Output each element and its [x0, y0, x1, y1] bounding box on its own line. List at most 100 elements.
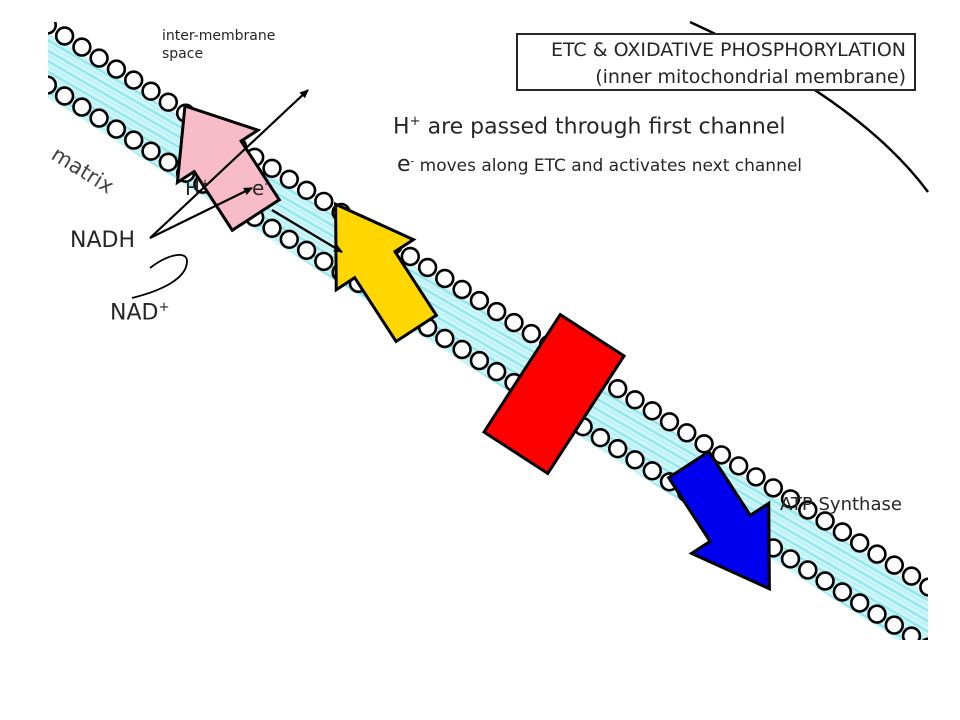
membrane-bead-bottom [89, 108, 109, 128]
membrane-bead-bottom [469, 350, 490, 371]
membrane-bead-bottom [435, 328, 455, 349]
membrane-bead-bottom [262, 218, 282, 239]
note-e-sup: - [410, 156, 415, 168]
membrane-bead-top [54, 26, 75, 46]
electron-label: e- [252, 176, 269, 200]
membrane-bead-top [659, 412, 680, 432]
membrane-bead-top [452, 279, 472, 300]
intermembrane-label: inter-membrane space [162, 27, 275, 63]
membrane-bead-bottom [884, 615, 904, 635]
nad-text: NAD [110, 300, 159, 326]
membrane-bead-top [400, 246, 420, 267]
electron-arrow [271, 209, 343, 253]
membrane-bead-top [469, 290, 490, 311]
membrane-bead-bottom [625, 450, 645, 470]
membrane-bead-top [677, 423, 697, 443]
membrane-bead-top [955, 601, 960, 618]
membrane-bead-bottom [780, 549, 801, 569]
membrane-bead-bottom [901, 626, 922, 640]
membrane-bead-top [728, 456, 749, 476]
membrane-bead-bottom [590, 428, 611, 448]
membrane-bead-bottom [922, 637, 928, 640]
note-line2: e- moves along ETC and activates next ch… [397, 152, 802, 177]
membrane-bead-bottom [798, 560, 818, 580]
membrane-bead-top [279, 169, 299, 190]
note-line1-text: are passed through first channel [420, 114, 786, 140]
membrane-bead-top [780, 489, 801, 509]
membrane-bead-top [48, 22, 57, 35]
red-channel [481, 312, 627, 476]
yellow-channel [334, 201, 439, 344]
membrane-bead-top [607, 379, 628, 399]
note-line2-text: moves along ETC and activates next chann… [414, 156, 803, 176]
membrane-bead-bottom [832, 582, 853, 602]
membrane-bead-bottom [938, 650, 955, 667]
membrane-bead-top [521, 323, 541, 344]
atp-synthase-channel [666, 449, 771, 592]
note-e: e [397, 152, 411, 177]
intermembrane-label-line1: inter-membrane [162, 28, 276, 44]
nad-superscript: + [158, 300, 170, 315]
membrane-bead-top [884, 555, 904, 575]
pink-channel [175, 103, 282, 233]
membrane-bead-top [694, 434, 714, 454]
membrane-bead-top [22, 6, 39, 23]
membrane-bead-top [314, 191, 334, 212]
nad-label: NAD+ [110, 300, 170, 325]
membrane-bead-top [746, 467, 766, 487]
membrane-bead-bottom [22, 66, 39, 83]
membrane-bead-bottom [54, 86, 75, 106]
note-h-sup: + [409, 114, 421, 129]
membrane-bead-top [798, 500, 818, 520]
membrane-bead-bottom [123, 130, 144, 150]
note-h: H [393, 114, 410, 140]
membrane-bead-top [901, 566, 922, 586]
h-letter: H [185, 176, 201, 200]
nadh-to-e-arrow [149, 187, 253, 239]
membrane-bead-top [849, 533, 870, 553]
membrane-bead-bottom [141, 141, 161, 161]
h-plus-arrow [149, 89, 309, 239]
membrane-band [48, 32, 928, 640]
membrane-bead-top [938, 590, 955, 607]
membrane-bead-top [106, 59, 127, 79]
membrane-bead-top [625, 390, 645, 410]
membrane-bead-bottom [642, 461, 662, 481]
membrane-bead-bottom [849, 593, 870, 613]
membrane-bead-top [123, 70, 144, 90]
membrane-bead-top [711, 445, 732, 465]
membrane-bead-bottom [158, 152, 179, 172]
membrane-bead-top [141, 81, 161, 101]
membrane-bead-bottom [296, 240, 317, 261]
membrane-bead-top [435, 268, 455, 289]
e-letter: e [252, 176, 265, 200]
membrane-bead-top [504, 312, 524, 333]
title-line1: ETC & OXIDATIVE PHOSPHORYLATION [550, 39, 906, 61]
note-line1: H+ are passed through first channel [393, 114, 786, 139]
membrane-bead-top [867, 544, 887, 564]
membrane-bead-bottom [487, 361, 507, 382]
nadh-label: NADH [70, 228, 135, 253]
membrane-bead-top [158, 92, 179, 112]
membrane-bead-bottom [72, 97, 92, 117]
h-plus-label: H+ [185, 176, 210, 200]
membrane-bead-top [487, 301, 507, 322]
membrane-bead-bottom [314, 251, 334, 272]
membrane-bead-top [919, 577, 928, 597]
membrane-bead-bottom [106, 119, 127, 139]
membrane-bead-top [763, 478, 783, 498]
h-superscript: + [200, 176, 211, 191]
atp-synthase-label: ATP Synthase [780, 494, 902, 515]
membrane-bead-top [89, 48, 109, 68]
membrane-bead-bottom [452, 339, 472, 360]
membrane-bead-bottom [815, 571, 835, 591]
membrane-bead-top [815, 511, 835, 531]
membrane-bead-top [262, 158, 282, 179]
membrane-beads-top [22, 6, 960, 618]
nad-curve-arrow [131, 254, 188, 299]
membrane-bead-bottom [867, 604, 887, 624]
membrane-bead-top [72, 37, 92, 57]
membrane-bead-bottom [48, 75, 57, 95]
